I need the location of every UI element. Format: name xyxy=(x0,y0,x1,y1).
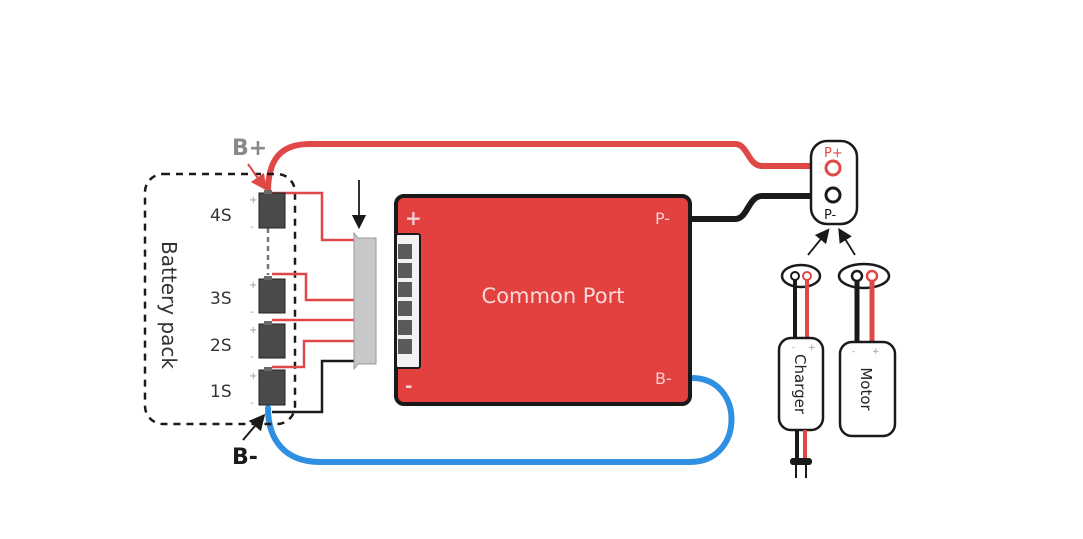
b-minus-wire xyxy=(265,375,735,465)
p-minus-label: P- xyxy=(824,208,837,223)
cell-4s xyxy=(258,190,286,229)
b-minus-label: B- xyxy=(232,445,258,470)
charger-label: Charger xyxy=(791,354,809,415)
cell-1s xyxy=(258,367,286,406)
cell-label-3s: 3S xyxy=(210,289,232,309)
motor-minus: - xyxy=(852,347,855,357)
charger-minus: - xyxy=(792,343,795,353)
cell-label-2s: 2S xyxy=(210,336,232,356)
balance-connector-plug xyxy=(353,231,377,371)
p-plus-terminal xyxy=(824,159,842,177)
motor-to-port-arrow xyxy=(838,227,856,256)
motor-plus: + xyxy=(872,347,880,357)
cell-label-4s: 4S xyxy=(210,206,232,226)
charger xyxy=(777,263,825,478)
cell-2s-plus: + xyxy=(249,325,257,336)
sense-wire-1s xyxy=(272,339,356,369)
motor xyxy=(837,262,897,438)
p-minus-wire xyxy=(687,193,831,222)
cell-3s-plus: + xyxy=(249,280,257,291)
battery-pack-outline xyxy=(143,172,297,426)
b-plus-label: B+ xyxy=(232,136,267,161)
sense-wire-3s xyxy=(272,272,356,302)
board-b-minus-label: B- xyxy=(655,369,672,388)
b-minus-arrow xyxy=(242,413,266,441)
p-minus-terminal xyxy=(824,186,842,204)
cell-label-1s: 1S xyxy=(210,382,232,402)
cell-3s-minus: - xyxy=(250,307,254,318)
cell-1s-plus: + xyxy=(249,371,257,382)
battery-pack-label: Battery pack xyxy=(157,241,181,369)
cell-4s-minus: - xyxy=(250,222,254,233)
board-title: Common Port xyxy=(482,284,625,308)
sense-wire-4s xyxy=(272,191,356,242)
motor-label: Motor xyxy=(857,367,875,411)
cell-3s xyxy=(258,276,286,314)
cell-2s-minus: - xyxy=(250,352,254,363)
output-port xyxy=(809,139,859,226)
cell-1s-minus: - xyxy=(250,398,254,409)
cell-2s xyxy=(258,321,286,359)
p-plus-label: P+ xyxy=(824,146,843,161)
cell-4s-plus: + xyxy=(249,195,257,206)
b-plus-wire xyxy=(265,141,831,195)
sense-wire-ground xyxy=(272,359,356,414)
board-p-minus-label: P- xyxy=(655,209,670,228)
board-minus-label: - xyxy=(405,376,412,397)
socket-pins xyxy=(398,244,412,354)
charger-to-port-arrow xyxy=(807,228,830,256)
board-plus-label: + xyxy=(405,206,422,230)
charger-plus: + xyxy=(808,343,816,353)
b-plus-arrow xyxy=(247,163,267,191)
